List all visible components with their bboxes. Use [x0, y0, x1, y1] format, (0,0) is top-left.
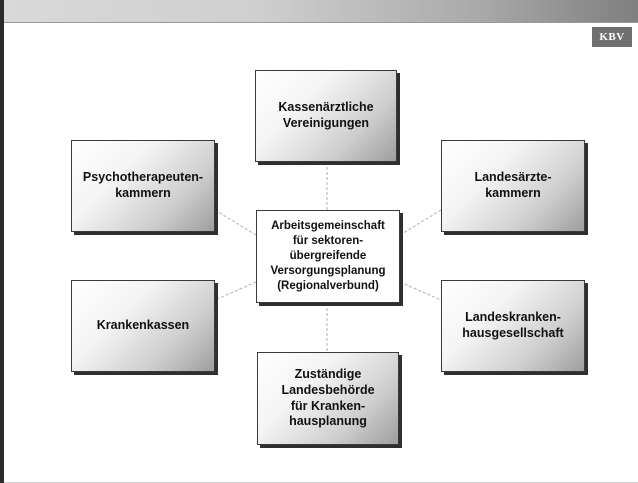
node-label: Landeskranken- hausgesellschaft: [462, 310, 564, 340]
connector-left-upper: [214, 209, 257, 236]
node-label: Zuständige Landesbehörde für Kranken- ha…: [281, 367, 375, 429]
node-arbeitsgemeinschaft: Arbeitsgemeinschaft für sektoren- übergr…: [256, 210, 400, 303]
node-psychotherapeutenkammern: Psychotherapeuten- kammern: [71, 140, 215, 232]
node-krankenkassen: Krankenkassen: [71, 280, 215, 372]
node-kassenaerztliche-vereinigungen: Kassenärztliche Vereinigungen: [255, 70, 397, 162]
center-label: Arbeitsgemeinschaft für sektoren- übergr…: [270, 220, 386, 292]
connector-left-lower: [214, 281, 257, 301]
node-label: Psychotherapeuten- kammern: [82, 170, 204, 200]
node-landesaerztekammern: Landesärzte- kammern: [441, 140, 585, 232]
node-landeskrankenhausgesellschaft: Landeskranken- hausgesellschaft: [441, 280, 585, 372]
node-label: Krankenkassen: [96, 318, 190, 333]
node-label: Kassenärztliche Vereinigungen: [278, 100, 374, 130]
kbv-logo: KBV: [592, 27, 632, 47]
node-landesbehoerde: Zuständige Landesbehörde für Kranken- ha…: [257, 352, 399, 445]
connector-lines: [214, 162, 442, 352]
connector-right-upper: [399, 209, 442, 236]
header-band: [4, 0, 638, 23]
node-label: Landesärzte- kammern: [474, 170, 552, 200]
connector-right-lower: [399, 281, 442, 301]
